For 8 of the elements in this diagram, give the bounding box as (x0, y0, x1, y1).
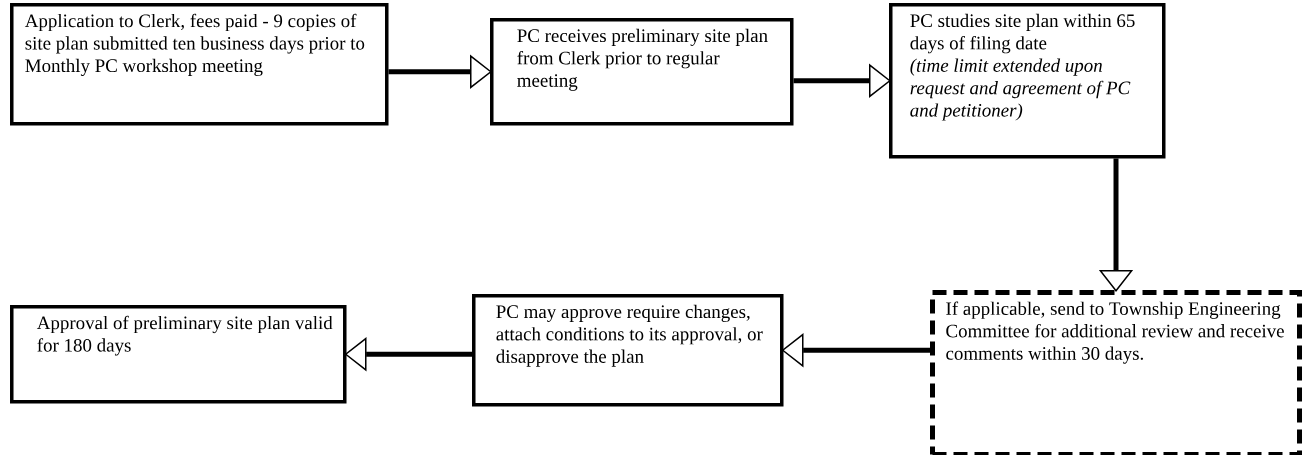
process-box: Application to Clerk, fees paid - 9 copies of site plan submitted ten business days prior to Monthly PC workshop meeting (10, 3, 389, 126)
dashed-process-box: If applicable, send to Township Engineering Committee for additional review and receive comments within 30 days. (930, 290, 1302, 455)
process-box: PC may approve require changes, attach conditions to its approval, or disapprove the plan (472, 294, 784, 407)
process-box: PC studies site plan within 65 days of filing date (time limit extended upon request and agreement of PC and petitioner) (889, 3, 1166, 159)
process-box: Approval of preliminary site plan valid for 180 days (10, 305, 347, 404)
block-arrow (793, 63, 891, 98)
process-box: PC receives preliminary site plan from Clerk prior to regular meeting (490, 18, 794, 126)
block-arrow (388, 54, 492, 89)
